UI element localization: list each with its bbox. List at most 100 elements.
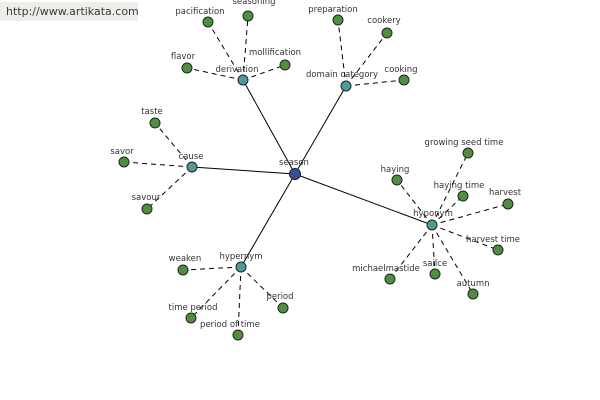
word-node-time-period-marker[interactable] xyxy=(185,312,197,324)
word-node-sailce-marker[interactable] xyxy=(429,268,441,280)
word-node-seasoning-marker[interactable] xyxy=(242,10,254,22)
edge-hyponym-haying-time xyxy=(431,195,464,226)
word-node-flavor-label[interactable]: flavor xyxy=(171,52,196,62)
relation-node-hypernym[interactable]: hypernym xyxy=(219,252,263,273)
relation-node-cause[interactable]: cause xyxy=(179,152,204,173)
relation-node-derivation-label[interactable]: derivation xyxy=(215,65,258,75)
word-node-cooking-label[interactable]: cooking xyxy=(384,65,417,75)
relation-node-hypernym-label[interactable]: hypernym xyxy=(219,252,262,262)
word-node-michaelmastide-label[interactable]: michaelmastide xyxy=(352,264,420,274)
edge-hyponym-autumn xyxy=(431,224,474,295)
url-banner[interactable]: http://www.artikata.com xyxy=(0,2,139,21)
word-node-time-period-label[interactable]: time period xyxy=(169,303,218,313)
word-node-mollification[interactable]: mollification xyxy=(249,48,301,71)
word-node-period[interactable]: period xyxy=(266,292,294,314)
word-node-haying-time-label[interactable]: haying time xyxy=(434,181,485,191)
word-node-cookery[interactable]: cookery xyxy=(367,16,401,39)
word-node-savour-label[interactable]: savour xyxy=(132,193,161,203)
word-node-growing-seed-time[interactable]: growing seed time xyxy=(425,138,504,159)
relation-node-hypernym-marker[interactable] xyxy=(235,261,247,273)
edge-root-hyponym xyxy=(294,173,433,226)
relation-node-hyponym-label[interactable]: hyponym xyxy=(413,209,453,219)
word-node-harvest-marker[interactable] xyxy=(502,198,514,210)
word-node-mollification-label[interactable]: mollification xyxy=(249,48,301,58)
word-node-preparation[interactable]: preparation xyxy=(308,5,358,26)
word-node-flavor[interactable]: flavor xyxy=(171,52,196,74)
word-node-pacification-label[interactable]: pacification xyxy=(175,7,224,17)
edge-domain-category-cookery xyxy=(345,32,388,87)
word-node-taste-label[interactable]: taste xyxy=(141,107,163,117)
edge-hyponym-haying xyxy=(396,179,433,226)
word-node-haying[interactable]: haying xyxy=(381,165,410,186)
edge-derivation-mollification xyxy=(242,64,286,81)
word-node-preparation-marker[interactable] xyxy=(332,14,344,26)
word-node-michaelmastide-marker[interactable] xyxy=(384,273,396,285)
word-node-cooking[interactable]: cooking xyxy=(384,65,418,86)
word-node-savor[interactable]: savor xyxy=(110,147,134,168)
word-node-autumn[interactable]: autumn xyxy=(457,279,490,300)
word-node-harvest[interactable]: harvest xyxy=(489,188,522,210)
word-node-taste-marker[interactable] xyxy=(149,117,161,129)
word-node-taste[interactable]: taste xyxy=(141,107,163,129)
word-node-period-of-time[interactable]: period of time xyxy=(200,320,260,341)
relation-node-derivation[interactable]: derivation xyxy=(215,65,259,86)
word-node-pacification[interactable]: pacification xyxy=(175,7,225,28)
word-node-sailce[interactable]: sailce xyxy=(423,259,447,280)
word-node-savor-label[interactable]: savor xyxy=(110,147,134,157)
word-node-haying-time-marker[interactable] xyxy=(457,190,469,202)
word-node-savor-marker[interactable] xyxy=(118,156,130,168)
word-node-preparation-label[interactable]: preparation xyxy=(308,5,358,15)
word-node-haying-marker[interactable] xyxy=(391,174,403,186)
word-node-flavor-marker[interactable] xyxy=(181,62,193,74)
word-node-pacification-marker[interactable] xyxy=(202,16,214,28)
word-node-time-period[interactable]: time period xyxy=(169,303,218,324)
word-node-cooking-marker[interactable] xyxy=(398,74,410,86)
word-node-period-label[interactable]: period xyxy=(266,292,293,302)
relation-node-hyponym[interactable]: hyponym xyxy=(413,209,453,231)
word-node-savour-marker[interactable] xyxy=(141,203,153,215)
word-node-weaken[interactable]: weaken xyxy=(169,254,202,276)
root-node-season[interactable]: season xyxy=(279,158,309,180)
edge-root-domain-category xyxy=(294,85,347,175)
word-node-seasoning-label[interactable]: seasoning xyxy=(232,0,275,7)
word-node-weaken-label[interactable]: weaken xyxy=(169,254,202,264)
edge-hypernym-period-of-time xyxy=(237,266,242,336)
relation-node-cause-marker[interactable] xyxy=(186,161,198,173)
relation-node-domain-category-label[interactable]: domain category xyxy=(306,70,378,80)
word-node-autumn-label[interactable]: autumn xyxy=(457,279,490,289)
edge-domain-category-cooking xyxy=(345,79,405,87)
word-node-harvest-time-label[interactable]: harvest time xyxy=(466,235,520,245)
relation-node-derivation-marker[interactable] xyxy=(237,74,249,86)
relation-node-domain-category[interactable]: domain category xyxy=(306,70,378,92)
word-node-period-of-time-label[interactable]: period of time xyxy=(200,320,260,330)
edge-hyponym-sailce xyxy=(431,224,436,275)
word-node-mollification-marker[interactable] xyxy=(279,59,291,71)
word-node-harvest-time[interactable]: harvest time xyxy=(466,235,520,256)
word-node-cookery-label[interactable]: cookery xyxy=(367,16,400,26)
word-node-haying-time[interactable]: haying time xyxy=(434,181,485,202)
relation-node-cause-label[interactable]: cause xyxy=(179,152,204,162)
nodes-layer: season derivation pacification seasoning fla… xyxy=(110,0,522,341)
word-node-weaken-marker[interactable] xyxy=(177,264,189,276)
root-node-season-label[interactable]: season xyxy=(279,158,309,168)
edge-hyponym-harvest-time xyxy=(431,224,499,251)
word-node-sailce-label[interactable]: sailce xyxy=(423,259,447,269)
edge-root-derivation xyxy=(242,79,296,175)
word-node-period-of-time-marker[interactable] xyxy=(232,329,244,341)
word-node-autumn-marker[interactable] xyxy=(467,288,479,300)
edge-cause-taste xyxy=(154,122,193,168)
word-node-haying-label[interactable]: haying xyxy=(381,165,410,175)
word-node-growing-seed-time-label[interactable]: growing seed time xyxy=(425,138,504,148)
word-node-michaelmastide[interactable]: michaelmastide xyxy=(352,264,420,285)
word-node-seasoning[interactable]: seasoning xyxy=(232,0,276,22)
relation-node-domain-category-marker[interactable] xyxy=(340,80,352,92)
edge-hyponym-harvest xyxy=(431,203,509,226)
word-node-harvest-label[interactable]: harvest xyxy=(489,188,522,198)
word-node-cookery-marker[interactable] xyxy=(381,27,393,39)
word-node-harvest-time-marker[interactable] xyxy=(492,244,504,256)
word-node-savour[interactable]: savour xyxy=(132,193,161,215)
root-node-season-marker[interactable] xyxy=(289,168,301,180)
relation-node-hyponym-marker[interactable] xyxy=(426,219,438,231)
word-node-period-marker[interactable] xyxy=(277,302,289,314)
word-node-growing-seed-time-marker[interactable] xyxy=(462,147,474,159)
